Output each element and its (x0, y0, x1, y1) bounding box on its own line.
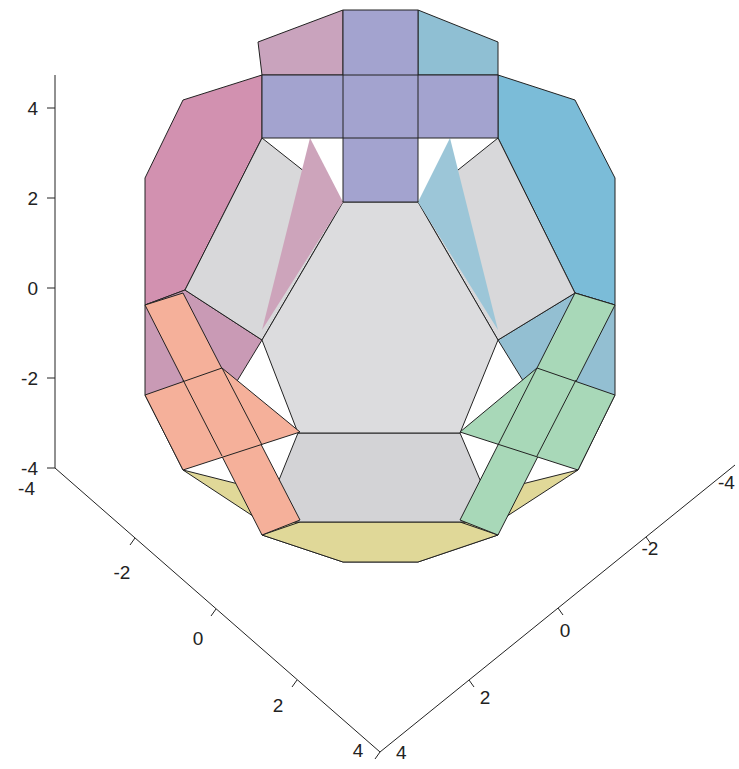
axis-tick-label: 2 (480, 688, 491, 707)
axis-tick-label: 0 (193, 629, 204, 648)
axis-tick-label: 0 (560, 621, 571, 640)
axis-tick-label: 0 (27, 279, 38, 298)
axis-tick-label: 2 (273, 696, 284, 715)
axis-tick-label: -4 (21, 459, 38, 478)
axis-tick-label: -2 (642, 539, 659, 558)
axis-tick-label: -4 (718, 473, 735, 492)
axis-tick-label: -4 (18, 479, 35, 498)
axis-tick-label: 4 (27, 99, 38, 118)
axis-tick-label: -2 (114, 563, 131, 582)
axis-tick-label: 2 (27, 189, 38, 208)
axis-tick-label: 4 (353, 741, 364, 760)
axis-tick-label: 4 (396, 743, 407, 762)
axis-tick-label: -2 (21, 369, 38, 388)
